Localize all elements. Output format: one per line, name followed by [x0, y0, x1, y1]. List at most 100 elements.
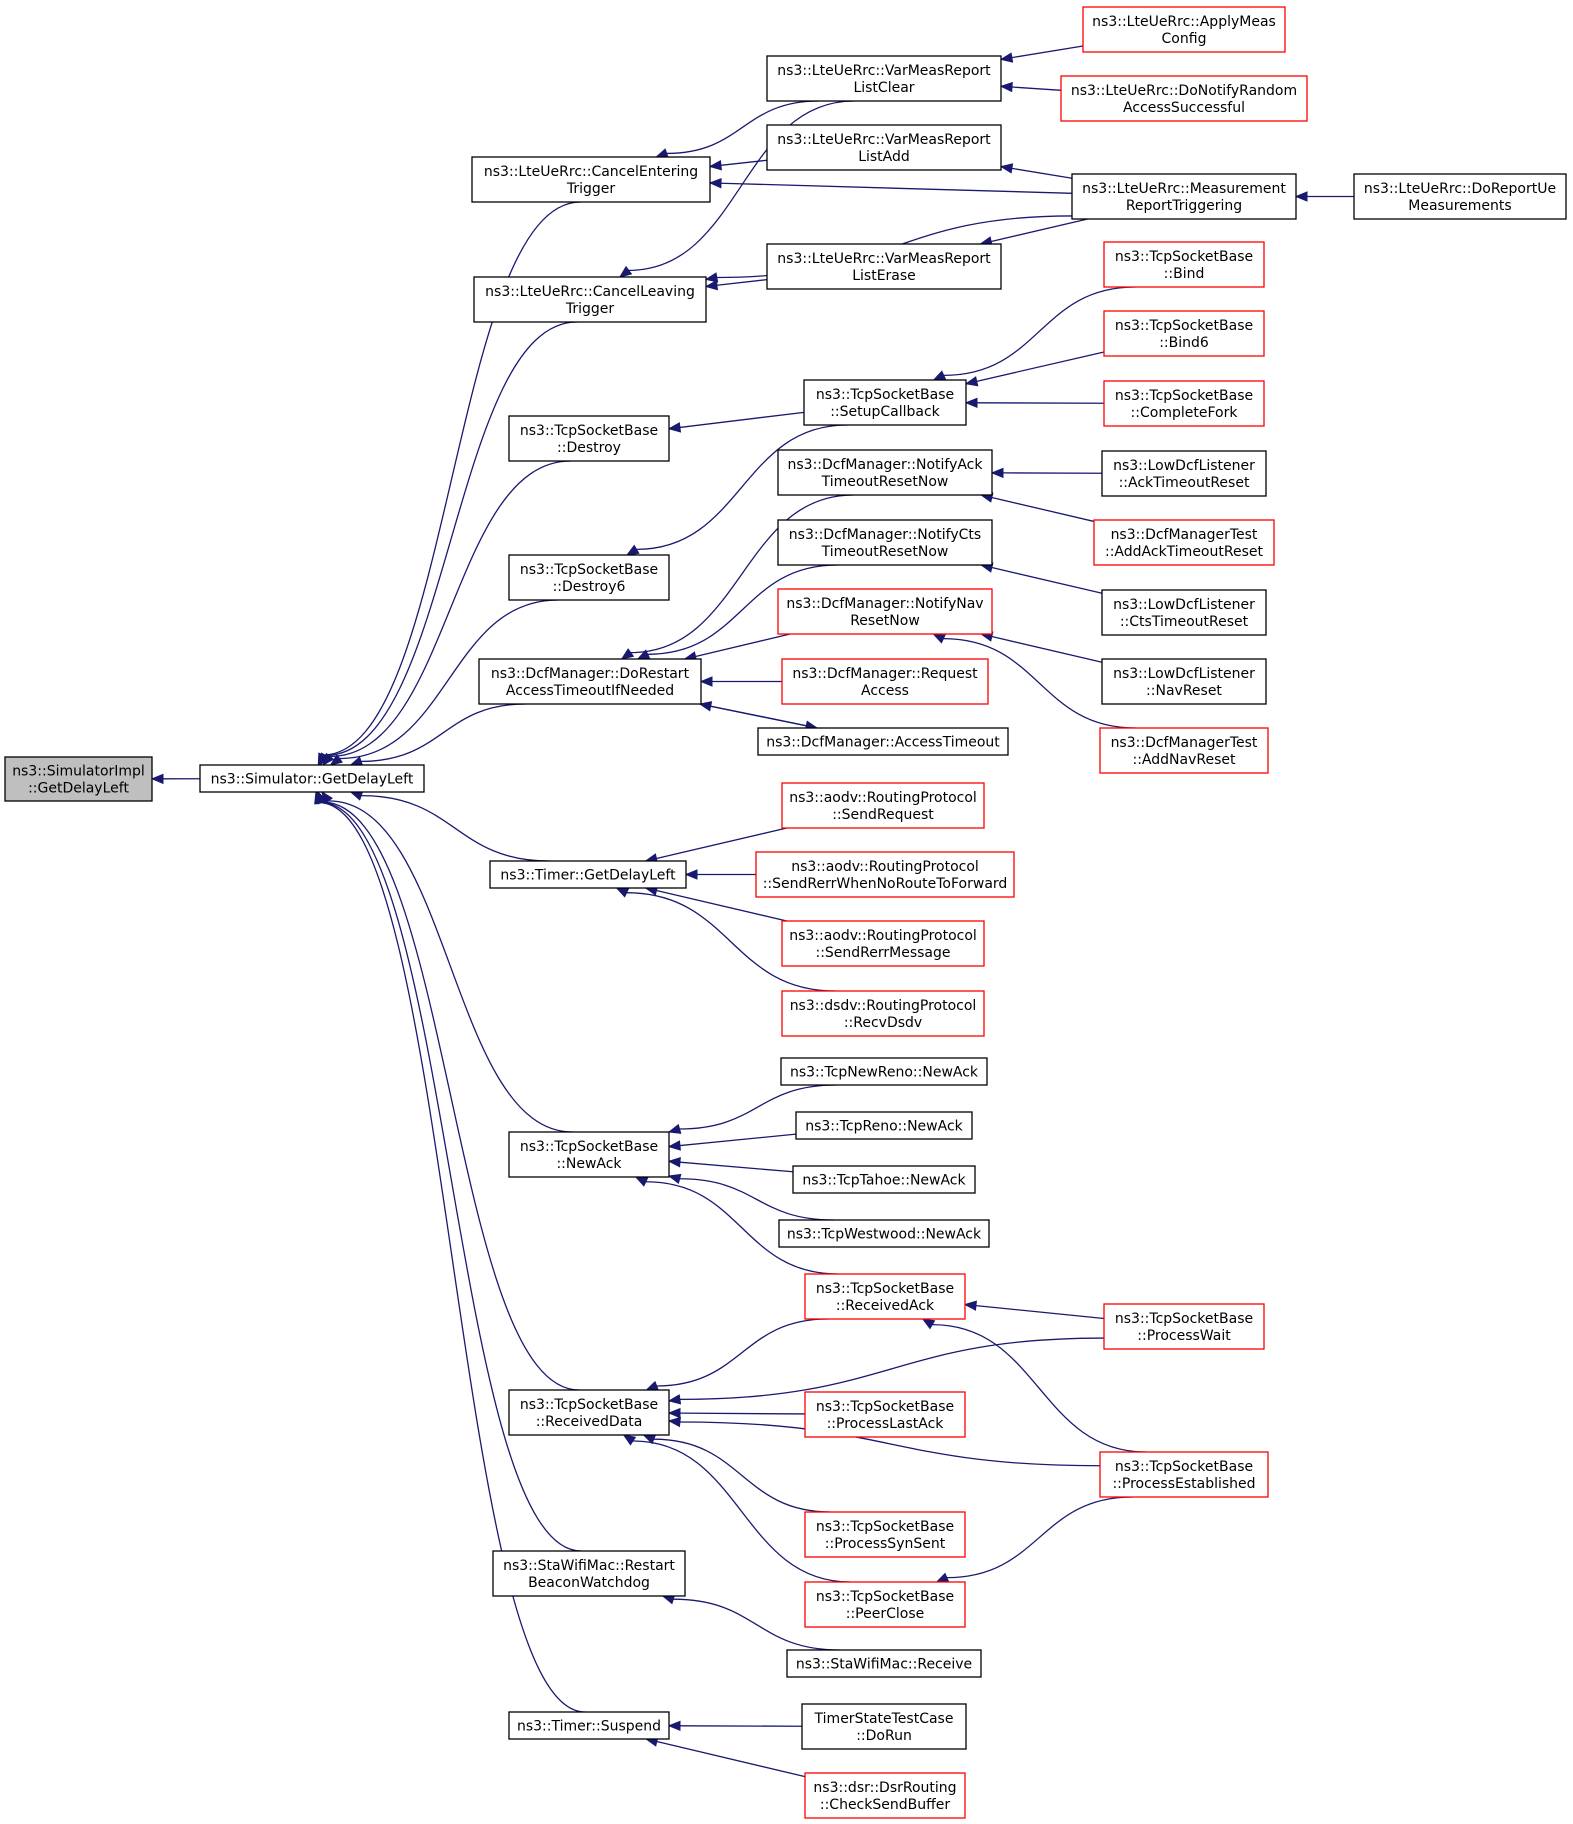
- node-box[interactable]: [801, 1703, 967, 1750]
- node-box[interactable]: [757, 727, 1009, 756]
- graph-node[interactable]: ns3::TcpSocketBase::ProcessLastAck: [804, 1391, 966, 1438]
- graph-node[interactable]: ns3::LowDcfListener::NavReset: [1101, 658, 1267, 705]
- node-box[interactable]: [804, 1581, 966, 1628]
- node-box[interactable]: [777, 449, 993, 496]
- graph-node[interactable]: ns3::TcpSocketBase::NewAck: [508, 1131, 670, 1178]
- node-box[interactable]: [1101, 450, 1267, 497]
- graph-node[interactable]: ns3::TcpSocketBase::ProcessWait: [1103, 1303, 1265, 1350]
- node-box[interactable]: [4, 756, 153, 802]
- node-box[interactable]: [1099, 1451, 1269, 1498]
- node-box[interactable]: [489, 860, 687, 889]
- graph-node[interactable]: ns3::StaWifiMac::Receive: [786, 1649, 982, 1678]
- node-box[interactable]: [508, 1131, 670, 1178]
- node-box[interactable]: [777, 519, 993, 566]
- graph-node[interactable]: ns3::dsdv::RoutingProtocol::RecvDsdv: [781, 990, 985, 1037]
- node-box[interactable]: [804, 1511, 966, 1558]
- node-box[interactable]: [199, 764, 425, 793]
- node-box[interactable]: [1071, 173, 1297, 220]
- node-box[interactable]: [1099, 727, 1269, 774]
- graph-node[interactable]: ns3::Simulator::GetDelayLeft: [199, 764, 425, 793]
- node-box[interactable]: [1060, 75, 1308, 122]
- node-box[interactable]: [508, 1711, 670, 1740]
- node-box[interactable]: [781, 658, 989, 705]
- node-box[interactable]: [781, 990, 985, 1037]
- graph-node[interactable]: ns3::TcpSocketBase::ReceivedAck: [804, 1273, 966, 1320]
- node-box[interactable]: [766, 243, 1002, 290]
- graph-node[interactable]: ns3::aodv::RoutingProtocol::SendRequest: [781, 782, 985, 829]
- node-box[interactable]: [766, 124, 1002, 171]
- graph-node[interactable]: ns3::TcpSocketBase::CompleteFork: [1103, 380, 1265, 427]
- graph-node[interactable]: ns3::TcpSocketBase::SetupCallback: [803, 379, 967, 426]
- node-box[interactable]: [492, 1550, 686, 1597]
- node-box[interactable]: [1103, 241, 1265, 288]
- graph-node[interactable]: ns3::TcpSocketBase::PeerClose: [804, 1581, 966, 1628]
- node-box[interactable]: [755, 851, 1015, 898]
- node-box[interactable]: [1103, 1303, 1265, 1350]
- node-box[interactable]: [786, 1649, 982, 1678]
- node-box[interactable]: [804, 1273, 966, 1320]
- graph-node[interactable]: ns3::DcfManager::NotifyAckTimeoutResetNo…: [777, 449, 993, 496]
- graph-node[interactable]: ns3::LteUeRrc::MeasurementReportTriggeri…: [1071, 173, 1297, 220]
- node-box[interactable]: [780, 1057, 988, 1086]
- graph-node[interactable]: ns3::TcpSocketBase::Bind6: [1103, 310, 1265, 357]
- graph-node[interactable]: TimerStateTestCase::DoRun: [801, 1703, 967, 1750]
- graph-node[interactable]: ns3::dsr::DsrRouting::CheckSendBuffer: [804, 1772, 966, 1819]
- graph-node[interactable]: ns3::Timer::Suspend: [508, 1711, 670, 1740]
- node-box[interactable]: [1103, 380, 1265, 427]
- graph-node[interactable]: ns3::TcpSocketBase::Destroy6: [508, 554, 670, 601]
- node-box[interactable]: [508, 554, 670, 601]
- graph-node[interactable]: ns3::LowDcfListener::AckTimeoutReset: [1101, 450, 1267, 497]
- graph-node[interactable]: ns3::TcpTahoe::NewAck: [792, 1165, 976, 1194]
- node-box[interactable]: [1101, 589, 1267, 636]
- graph-node[interactable]: ns3::TcpSocketBase::ProcessSynSent: [804, 1511, 966, 1558]
- node-box[interactable]: [804, 1391, 966, 1438]
- graph-node[interactable]: ns3::TcpReno::NewAck: [795, 1111, 973, 1140]
- node-box[interactable]: [777, 588, 993, 635]
- node-box[interactable]: [1101, 658, 1267, 705]
- node-box[interactable]: [778, 1219, 990, 1248]
- node-box[interactable]: [766, 55, 1002, 102]
- graph-node[interactable]: ns3::DcfManager::NotifyCtsTimeoutResetNo…: [777, 519, 993, 566]
- node-box[interactable]: [803, 379, 967, 426]
- node-box[interactable]: [1353, 173, 1567, 220]
- node-box[interactable]: [792, 1165, 976, 1194]
- graph-node[interactable]: ns3::LteUeRrc::DoNotifyRandomAccessSucce…: [1060, 75, 1308, 122]
- graph-node[interactable]: ns3::TcpNewReno::NewAck: [780, 1057, 988, 1086]
- node-box[interactable]: [478, 658, 702, 705]
- graph-node[interactable]: ns3::TcpWestwood::NewAck: [778, 1219, 990, 1248]
- graph-node[interactable]: ns3::LowDcfListener::CtsTimeoutReset: [1101, 589, 1267, 636]
- graph-node[interactable]: ns3::DcfManagerTest::AddAckTimeoutReset: [1093, 519, 1275, 566]
- graph-node[interactable]: ns3::DcfManager::AccessTimeout: [757, 727, 1009, 756]
- node-box[interactable]: [471, 156, 711, 203]
- node-box[interactable]: [1103, 310, 1265, 357]
- graph-node[interactable]: ns3::TcpSocketBase::ReceivedData: [508, 1389, 670, 1436]
- node-box[interactable]: [1093, 519, 1275, 566]
- node-box[interactable]: [781, 782, 985, 829]
- graph-node[interactable]: ns3::TcpSocketBase::ProcessEstablished: [1099, 1451, 1269, 1498]
- graph-node[interactable]: ns3::TcpSocketBase::Destroy: [508, 415, 670, 462]
- graph-node[interactable]: ns3::TcpSocketBase::Bind: [1103, 241, 1265, 288]
- graph-node[interactable]: ns3::DcfManager::DoRestartAccessTimeoutI…: [478, 658, 702, 705]
- graph-node[interactable]: ns3::aodv::RoutingProtocol::SendRerrMess…: [781, 920, 985, 967]
- node-box[interactable]: [508, 415, 670, 462]
- graph-node[interactable]: ns3::Timer::GetDelayLeft: [489, 860, 687, 889]
- node-box[interactable]: [804, 1772, 966, 1819]
- graph-node[interactable]: ns3::DcfManagerTest::AddNavReset: [1099, 727, 1269, 774]
- graph-node[interactable]: ns3::aodv::RoutingProtocol::SendRerrWhen…: [755, 851, 1015, 898]
- graph-node[interactable]: ns3::SimulatorImpl::GetDelayLeft: [4, 756, 153, 802]
- node-box[interactable]: [1082, 6, 1286, 53]
- node-box[interactable]: [508, 1389, 670, 1436]
- node-box[interactable]: [795, 1111, 973, 1140]
- node-box[interactable]: [781, 920, 985, 967]
- node-box[interactable]: [473, 276, 707, 323]
